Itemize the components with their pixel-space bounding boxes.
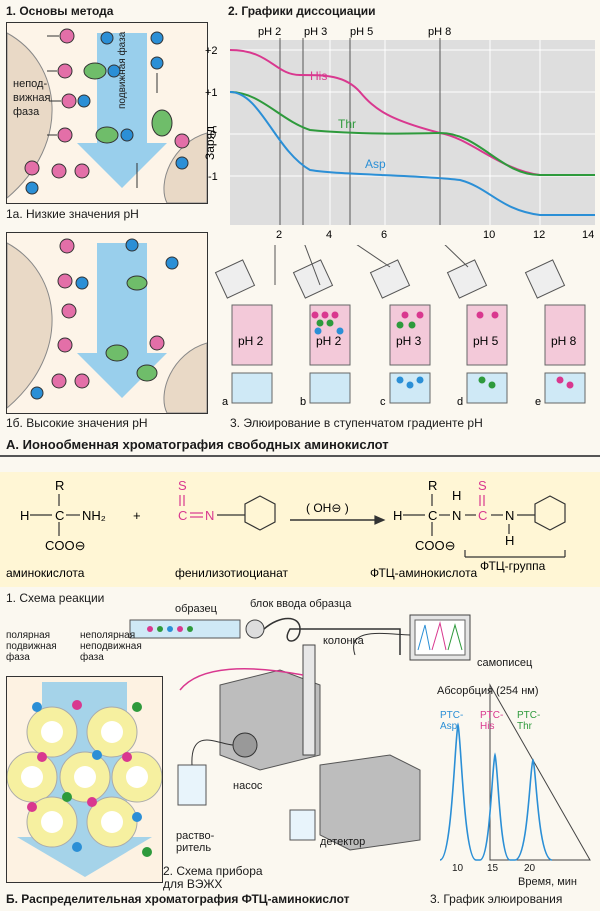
- column-letter: e: [535, 396, 541, 408]
- atom: H: [393, 508, 402, 523]
- dissociation-chart: +2 +1 0 -1 Заряд 2 4 6 10 12 14 pH 2 pH …: [203, 26, 595, 240]
- recorder-label: самописец: [477, 657, 533, 669]
- reagent-label: фенилизотиоцианат: [175, 566, 289, 580]
- x-tick: 12: [533, 229, 545, 240]
- sample-label: образец: [175, 603, 217, 615]
- section-a-title: А. Ионообменная хроматография свободных …: [6, 437, 389, 452]
- injector-label: блок ввода образца: [250, 598, 352, 610]
- apparatus-caption: 2. Схема прибора для ВЭЖХ: [163, 864, 263, 891]
- detector-label: детектор: [320, 836, 366, 848]
- ptc-group-label: ФТЦ-группа: [480, 559, 546, 573]
- series-label-thr: Thr: [338, 117, 356, 131]
- y-tick: 0: [210, 129, 216, 141]
- atom: C: [428, 508, 437, 523]
- atom: H: [505, 533, 514, 548]
- series-label-his: His: [310, 69, 327, 83]
- y-axis-label: Заряд: [203, 126, 217, 160]
- peak-label-ptc-thr: PTC-Thr: [517, 710, 541, 732]
- ion-exchange-low-ph-panel: непод- вижная фаза подвижная фаза: [6, 22, 208, 204]
- column-label: колонка: [323, 635, 364, 647]
- column-ph: pH 2: [238, 334, 264, 348]
- his-curve: [229, 49, 595, 176]
- atom: S: [478, 478, 487, 493]
- column-ph: pH 3: [396, 334, 422, 348]
- catalyst-label: ( OH⊖ ): [306, 501, 349, 515]
- atom: R: [55, 478, 64, 493]
- ph-marker: pH 2: [258, 26, 281, 38]
- atom: +: [133, 508, 141, 523]
- atom: H: [452, 488, 461, 503]
- y-tick: +2: [205, 45, 218, 57]
- caption-1a: 1а. Низкие значения pH: [6, 207, 139, 221]
- pump-label: насос: [233, 780, 263, 792]
- stepwise-elution-illustration: pH 2 pH 2 pH 3 pH 5 pH 8 a b c d e: [214, 245, 586, 408]
- atom: C: [178, 508, 187, 523]
- reaction-structures: R H C NH₂ COO⊖ + R H C H N COO⊖ H N S C …: [6, 478, 566, 580]
- reaction-heading: 1. Схема реакции: [6, 591, 105, 605]
- mobile-phase-label: подвижная фаза: [117, 31, 128, 109]
- atom: COO⊖: [415, 538, 456, 553]
- elution-peaks: [439, 722, 553, 861]
- panel1-heading: 1. Основы метода: [6, 4, 114, 18]
- atom: N: [452, 508, 461, 523]
- time-tick: 15: [487, 863, 499, 874]
- atom: C: [55, 508, 64, 523]
- product-label: ФТЦ-аминокислота: [370, 566, 477, 580]
- caption-1b: 1б. Высокие значения pH: [6, 416, 148, 430]
- atom: C: [478, 508, 487, 523]
- amino-acid-label: аминокислота: [6, 566, 85, 580]
- peak-label-ptc-asp: PTC-Asp: [440, 710, 464, 732]
- x-tick: 14: [582, 229, 594, 240]
- hplc-apparatus-diagram: [129, 614, 591, 861]
- atom: N: [205, 508, 214, 523]
- atom: NH₂: [82, 508, 106, 523]
- ph-marker: pH 5: [350, 26, 373, 38]
- absorbance-axis-label: Абсорбция (254 нм): [437, 685, 539, 697]
- x-tick: 2: [276, 229, 282, 240]
- atom: COO⊖: [45, 538, 86, 553]
- ion-exchange-high-ph-illustration: [7, 238, 207, 413]
- x-tick: 4: [326, 229, 332, 240]
- y-tick: -1: [208, 171, 218, 183]
- partition-illustration: [7, 682, 162, 877]
- column-ph: pH 8: [551, 334, 577, 348]
- section-b-title: Б. Распределительная хроматография ФТЦ-а…: [6, 892, 350, 906]
- asp-curve: [229, 91, 595, 216]
- column-ph: pH 2: [316, 334, 342, 348]
- atom: H: [20, 508, 29, 523]
- reaction-scheme: R H C NH₂ COO⊖ + R H C H N COO⊖ H N S C …: [0, 472, 600, 587]
- column-letter: d: [457, 396, 463, 408]
- ph-marker: pH 8: [428, 26, 451, 38]
- stationary-phase-label: непод- вижная фаза: [13, 78, 51, 118]
- peak-label-ptc-his: PTC-His: [480, 710, 504, 732]
- time-tick: 10: [452, 863, 464, 874]
- atom: R: [428, 478, 437, 493]
- solvent-label: раство- ритель: [176, 830, 215, 854]
- thr-curve: [229, 91, 595, 176]
- column-letter: b: [300, 396, 306, 408]
- partition-chromatography-panel: [6, 676, 163, 883]
- x-tick: 6: [381, 229, 387, 240]
- atom: S: [178, 478, 187, 493]
- x-tick: 10: [483, 229, 495, 240]
- panel2-heading: 2. Графики диссоциации: [228, 4, 376, 18]
- series-label-asp: Asp: [365, 157, 386, 171]
- column-letter: c: [380, 396, 386, 408]
- ph-marker: pH 3: [304, 26, 327, 38]
- ion-exchange-low-ph-illustration: [7, 28, 207, 203]
- column-ph: pH 5: [473, 334, 499, 348]
- ion-exchange-high-ph-panel: [6, 232, 208, 414]
- section-divider: [0, 455, 600, 457]
- elution-caption: 3. График элюирования: [430, 892, 563, 906]
- time-axis-label: Время, мин: [518, 876, 577, 888]
- time-tick: 20: [524, 863, 536, 874]
- column-letter: a: [222, 396, 229, 408]
- atom: N: [505, 508, 514, 523]
- panel3-caption: 3. Элюирование в ступенчатом градиенте p…: [230, 416, 483, 430]
- y-tick: +1: [205, 87, 218, 99]
